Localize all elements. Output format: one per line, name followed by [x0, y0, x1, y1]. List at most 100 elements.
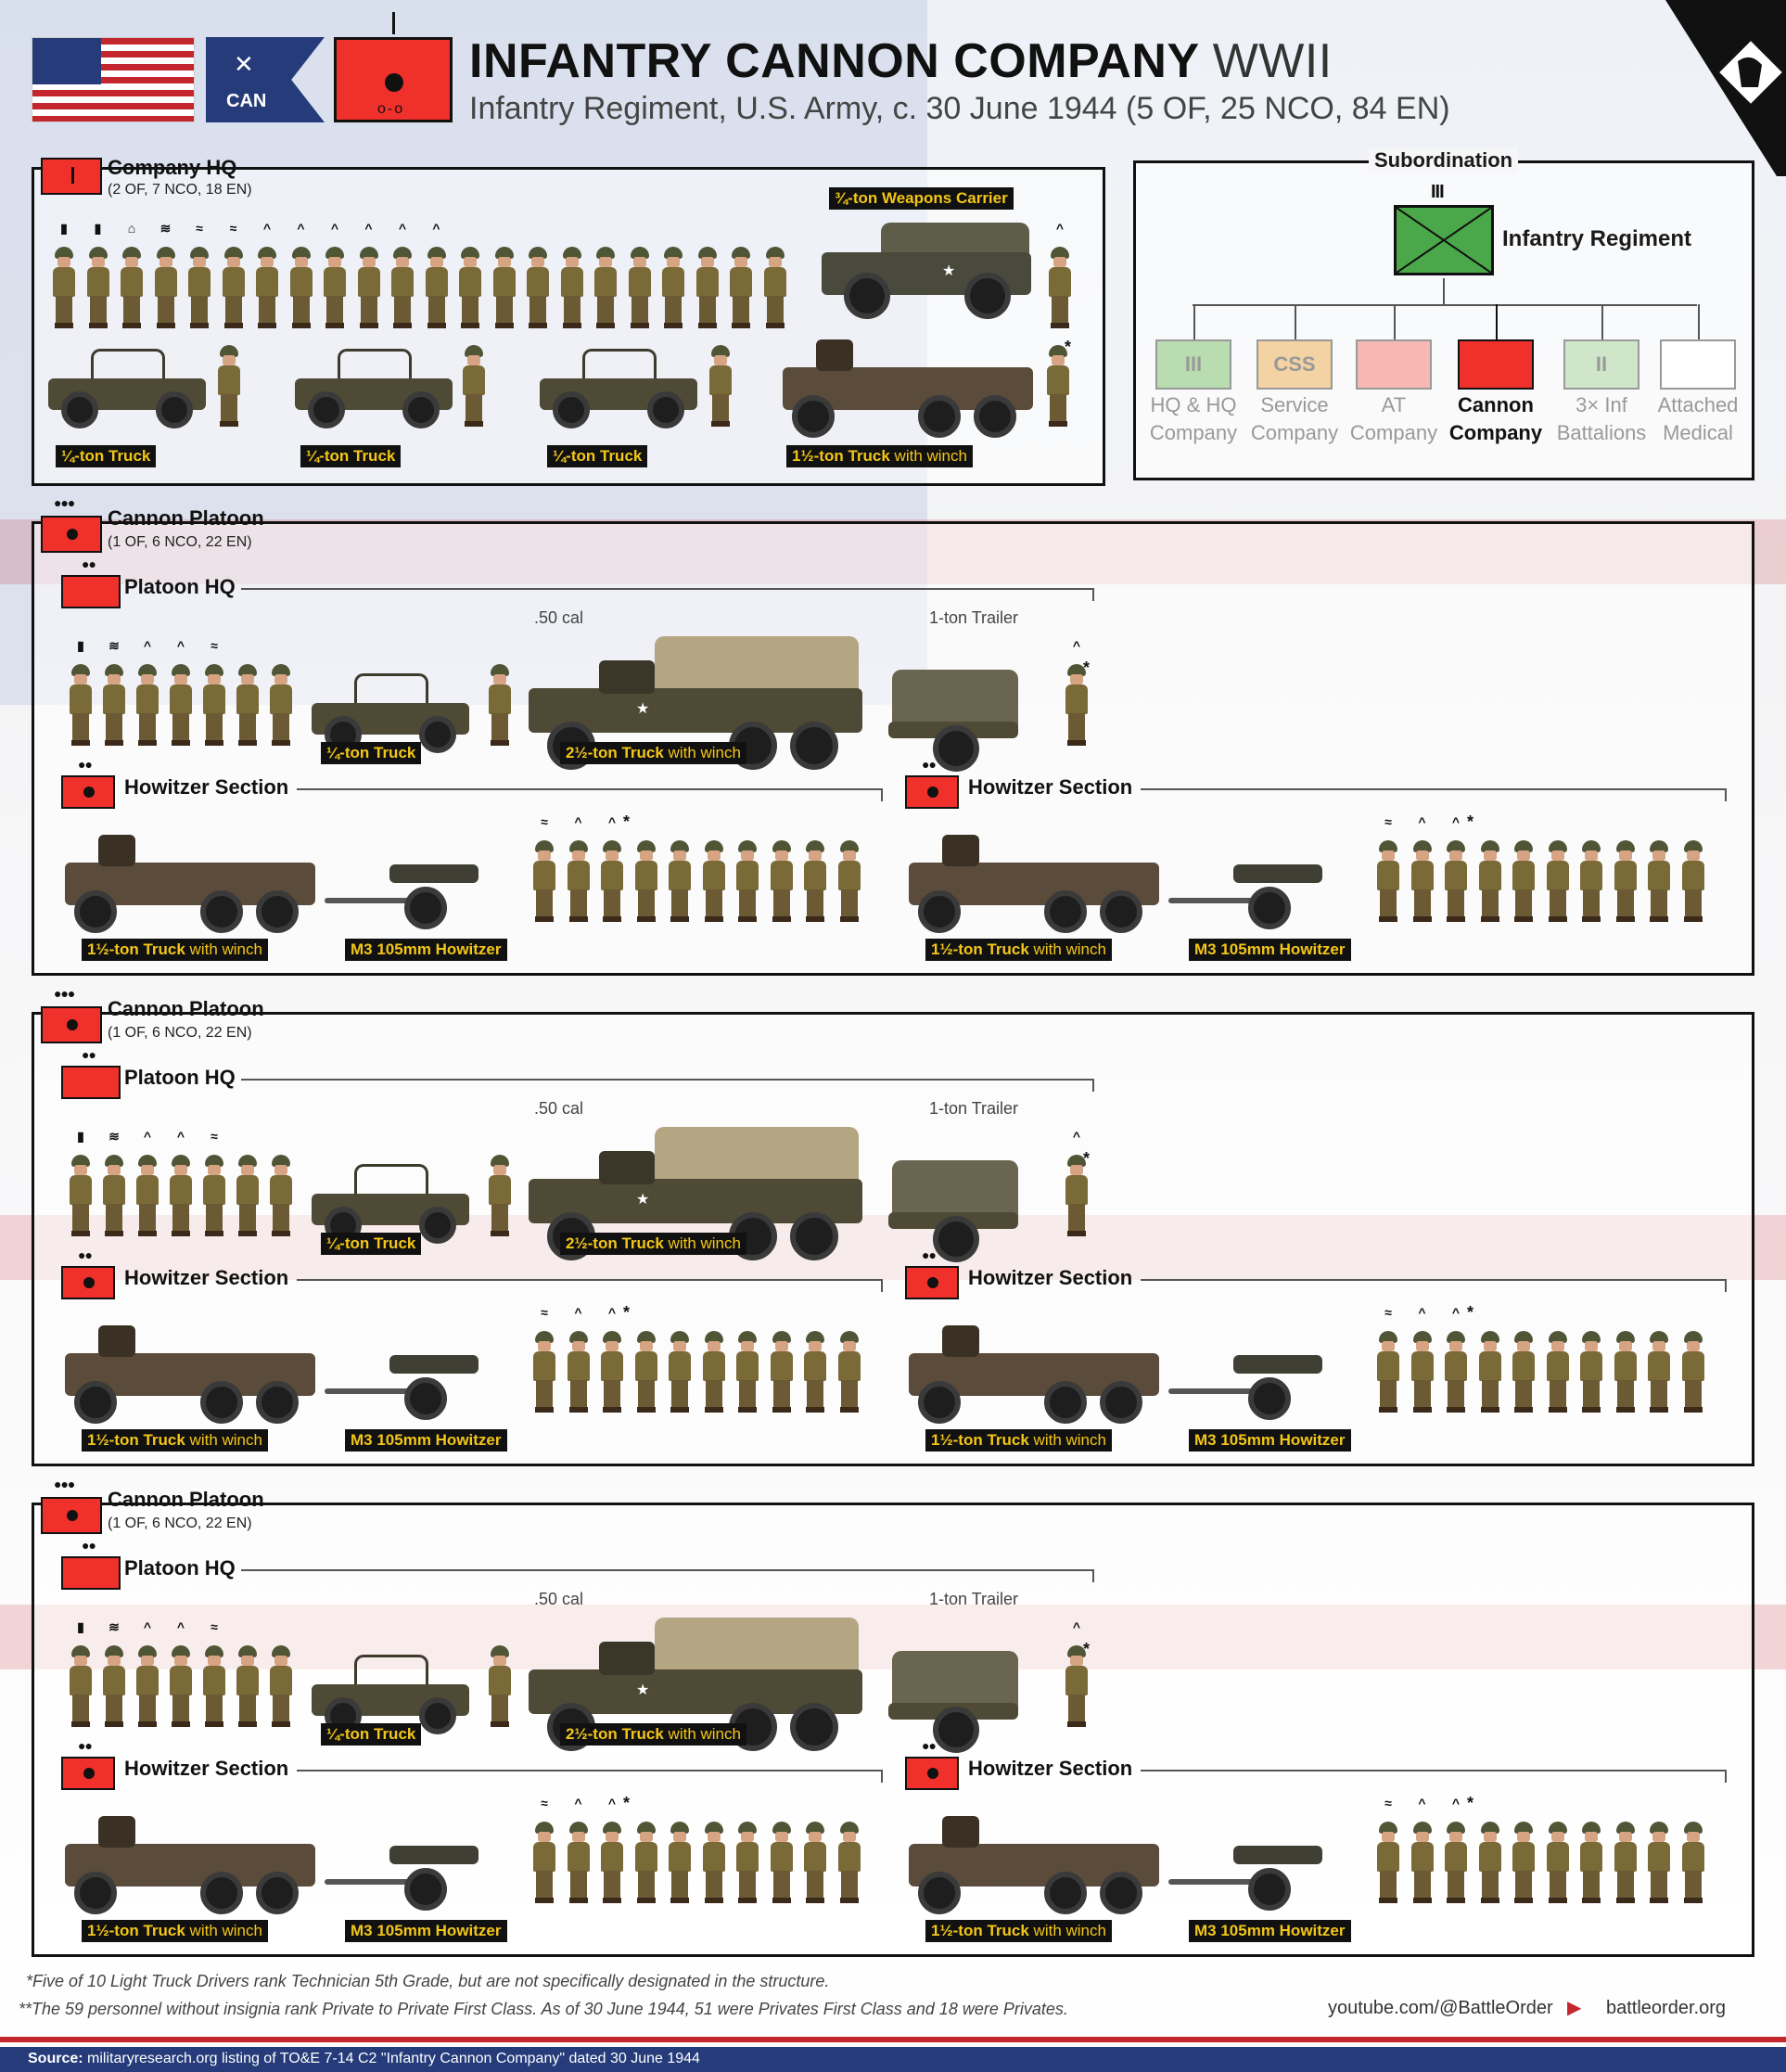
youtube-link[interactable]: youtube.com/@BattleOrder	[1328, 1998, 1553, 2018]
howitzer-section-symbol-icon	[61, 1757, 115, 1790]
rank-insignia-icon: ^	[262, 221, 272, 236]
section-bracket	[1141, 1770, 1725, 1771]
rank-insignia-icon: ^	[143, 1129, 152, 1144]
soldier-figure	[200, 664, 228, 746]
section-bracket	[297, 1279, 881, 1281]
cal-note: .50 cal	[534, 1590, 584, 1608]
section-howitzer-label: M3 105mm Howitzer	[345, 939, 507, 961]
rank-insignia-icon: ≈	[210, 638, 218, 653]
company-hq-title: Company HQ	[108, 156, 237, 179]
hq-winch-truck-label: 1½-ton Truck with winch	[786, 445, 973, 467]
rank-insignia-icon: ≈	[210, 1619, 218, 1634]
soldier-figure	[134, 1645, 161, 1727]
section-bracket	[1725, 1770, 1727, 1783]
soldier-figure	[134, 664, 161, 746]
howitzer-section-title: Howitzer Section	[968, 1757, 1133, 1780]
rank-insignia-icon: ≈	[210, 1129, 218, 1144]
rank-insignia-icon: ≈	[541, 1305, 548, 1320]
soldier-figure	[167, 664, 195, 746]
soldier-figure	[167, 1155, 195, 1236]
rank-insignia-icon: ^	[398, 221, 407, 236]
platoon-cargo-truck-label: 2½-ton Truck with winch	[560, 742, 746, 764]
rank-insignia-icon: ≈	[229, 221, 237, 236]
platoon-echelon: ●●●	[54, 495, 75, 510]
one-ton-trailer-vehicle	[874, 670, 1022, 772]
rank-insignia-icon: ^	[607, 1796, 617, 1810]
howitzer-section-symbol-icon	[905, 775, 959, 809]
soldier-figure	[524, 247, 552, 328]
page-subtitle: Infantry Regiment, U.S. Army, c. 30 June…	[469, 91, 1450, 126]
weapons-carrier-vehicle: ★	[816, 215, 1039, 326]
soldier-figure	[598, 1822, 626, 1903]
rank-insignia-icon: ≋	[159, 221, 172, 236]
howitzer-section-title: Howitzer Section	[968, 775, 1133, 799]
cannon-platoon-box	[32, 1012, 1754, 1466]
soldier-figure	[1645, 840, 1673, 922]
platoon-echelon: ●●●	[54, 986, 75, 1001]
cannon-platoon-strength: (1 OF, 6 NCO, 22 EN)	[108, 1516, 252, 1531]
title-suffix: WWII	[1212, 34, 1333, 88]
footnote-marker: *	[1083, 659, 1091, 677]
rank-insignia-icon: ^	[1072, 638, 1081, 653]
subordination-connector	[1443, 278, 1445, 304]
soldier-figure	[700, 1331, 728, 1413]
one-half-ton-truck-vehicle	[905, 1325, 1165, 1427]
quarter-ton-truck-vehicle	[308, 1651, 475, 1734]
howitzer-section-title: Howitzer Section	[968, 1266, 1133, 1289]
soldier-figure	[801, 840, 829, 922]
soldier-figure	[530, 1331, 558, 1413]
crossed-rifles-icon: ✕	[234, 50, 254, 78]
soldier-figure	[1612, 1822, 1639, 1903]
rank-insignia-icon: ^	[176, 1619, 185, 1634]
soldier-figure	[100, 664, 128, 746]
rank-insignia-icon: ^	[432, 221, 440, 236]
subordination-connector	[1496, 304, 1498, 339]
section-bracket	[297, 788, 881, 790]
rank-insignia-icon: ^	[1451, 1305, 1461, 1320]
soldier-figure	[1510, 1822, 1537, 1903]
soldier-figure	[1063, 664, 1091, 746]
two-half-ton-truck-vehicle: ★	[525, 1123, 868, 1262]
soldier-figure	[167, 1645, 195, 1727]
soldier-figure	[423, 247, 451, 328]
quarter-ton-truck-vehicle	[308, 670, 475, 753]
platoon-hq-bracket	[241, 1569, 1092, 1571]
cannon-platoon-symbol-icon	[41, 516, 102, 553]
soldier-figure	[565, 1822, 593, 1903]
soldier-figure	[267, 1645, 295, 1727]
platoon-echelon: ●●●	[54, 1477, 75, 1491]
section-truck-label: 1½-ton Truck with winch	[82, 939, 268, 961]
soldier-figure	[234, 1155, 262, 1236]
soldier-figure	[1374, 840, 1402, 922]
howitzer-section-title: Howitzer Section	[124, 1757, 289, 1780]
soldier-figure	[1409, 840, 1436, 922]
soldier-figure	[1409, 1331, 1436, 1413]
rank-insignia-icon: ^	[143, 1619, 152, 1634]
subordinate-unit-symbol-icon: CSS	[1257, 339, 1333, 390]
footnote-marker: *	[1467, 1303, 1474, 1322]
rank-insignia-icon: ^	[574, 1305, 582, 1320]
platoon-hq-symbol-icon	[61, 1066, 121, 1099]
rank-insignia-icon: ≈	[1384, 1305, 1392, 1320]
section-bracket	[881, 1279, 883, 1292]
soldier-figure	[1510, 840, 1537, 922]
subordination-connector	[1295, 304, 1296, 339]
soldier-figure	[67, 1645, 95, 1727]
soldier-figure	[836, 1822, 863, 1903]
platoon-hq-title: Platoon HQ	[124, 1556, 236, 1580]
subordination-connector	[1193, 304, 1697, 306]
section-howitzer-label: M3 105mm Howitzer	[345, 1920, 507, 1942]
soldier-figure	[1544, 840, 1572, 922]
soldier-figure	[253, 247, 281, 328]
rank-insignia-icon: ^	[1072, 1129, 1081, 1144]
soldier-figure	[632, 840, 660, 922]
website-link[interactable]: battleorder.org	[1606, 1998, 1726, 2018]
section-truck-label: 1½-ton Truck with winch	[82, 1429, 268, 1452]
cannon-company-symbol-icon: o-o	[334, 12, 453, 122]
soldier-figure	[1544, 1822, 1572, 1903]
section-truck-label: 1½-ton Truck with winch	[925, 939, 1112, 961]
